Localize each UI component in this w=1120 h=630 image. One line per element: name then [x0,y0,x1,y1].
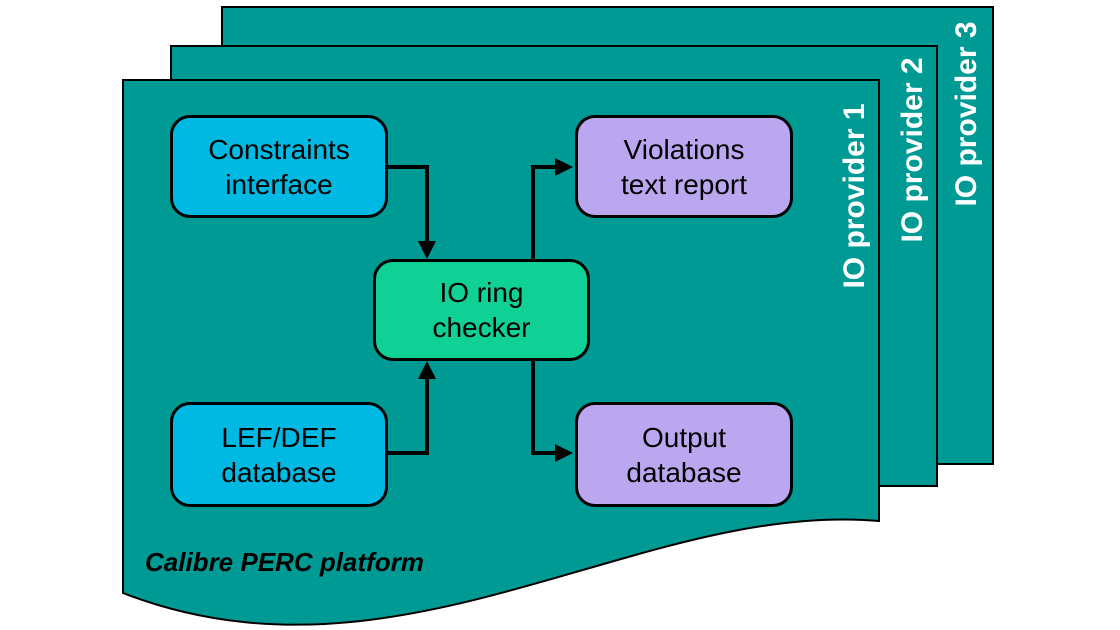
node-constraints-interface: Constraints interface [170,115,388,218]
arrowhead-right-icon [555,444,573,462]
arrow-lefdef-to-checker [388,361,436,455]
arrowhead-right-icon [555,158,573,176]
arrow-line [531,360,556,455]
node-label: Constraints interface [208,133,350,200]
arrow-line [531,165,556,260]
node-label: LEF/DEF database [221,421,337,488]
arrow-checker-to-output [531,360,573,462]
arrowhead-up-icon [418,361,436,379]
node-label: IO ring checker [432,277,531,343]
panel-label-io-provider-1: IO provider 1 [838,103,871,289]
arrow-constraints-to-checker [388,165,436,259]
arrowhead-down-icon [418,241,436,259]
node-label: Output database [626,421,742,488]
node-violations-text-report: Violations text report [575,115,793,218]
arrow-checker-to-violations [531,158,573,260]
node-io-ring-checker: IO ring checker [373,259,590,361]
node-output-database: Output database [575,402,793,507]
platform-caption: Calibre PERC platform [145,547,424,577]
arrow-line [388,165,429,243]
node-lefdef-database: LEF/DEF database [170,402,388,507]
node-label: Violations text report [620,133,748,200]
arrow-line [388,378,429,455]
panel-label-io-provider-2: IO provider 2 [896,57,929,243]
panel-label-io-provider-3: IO provider 3 [950,21,983,207]
